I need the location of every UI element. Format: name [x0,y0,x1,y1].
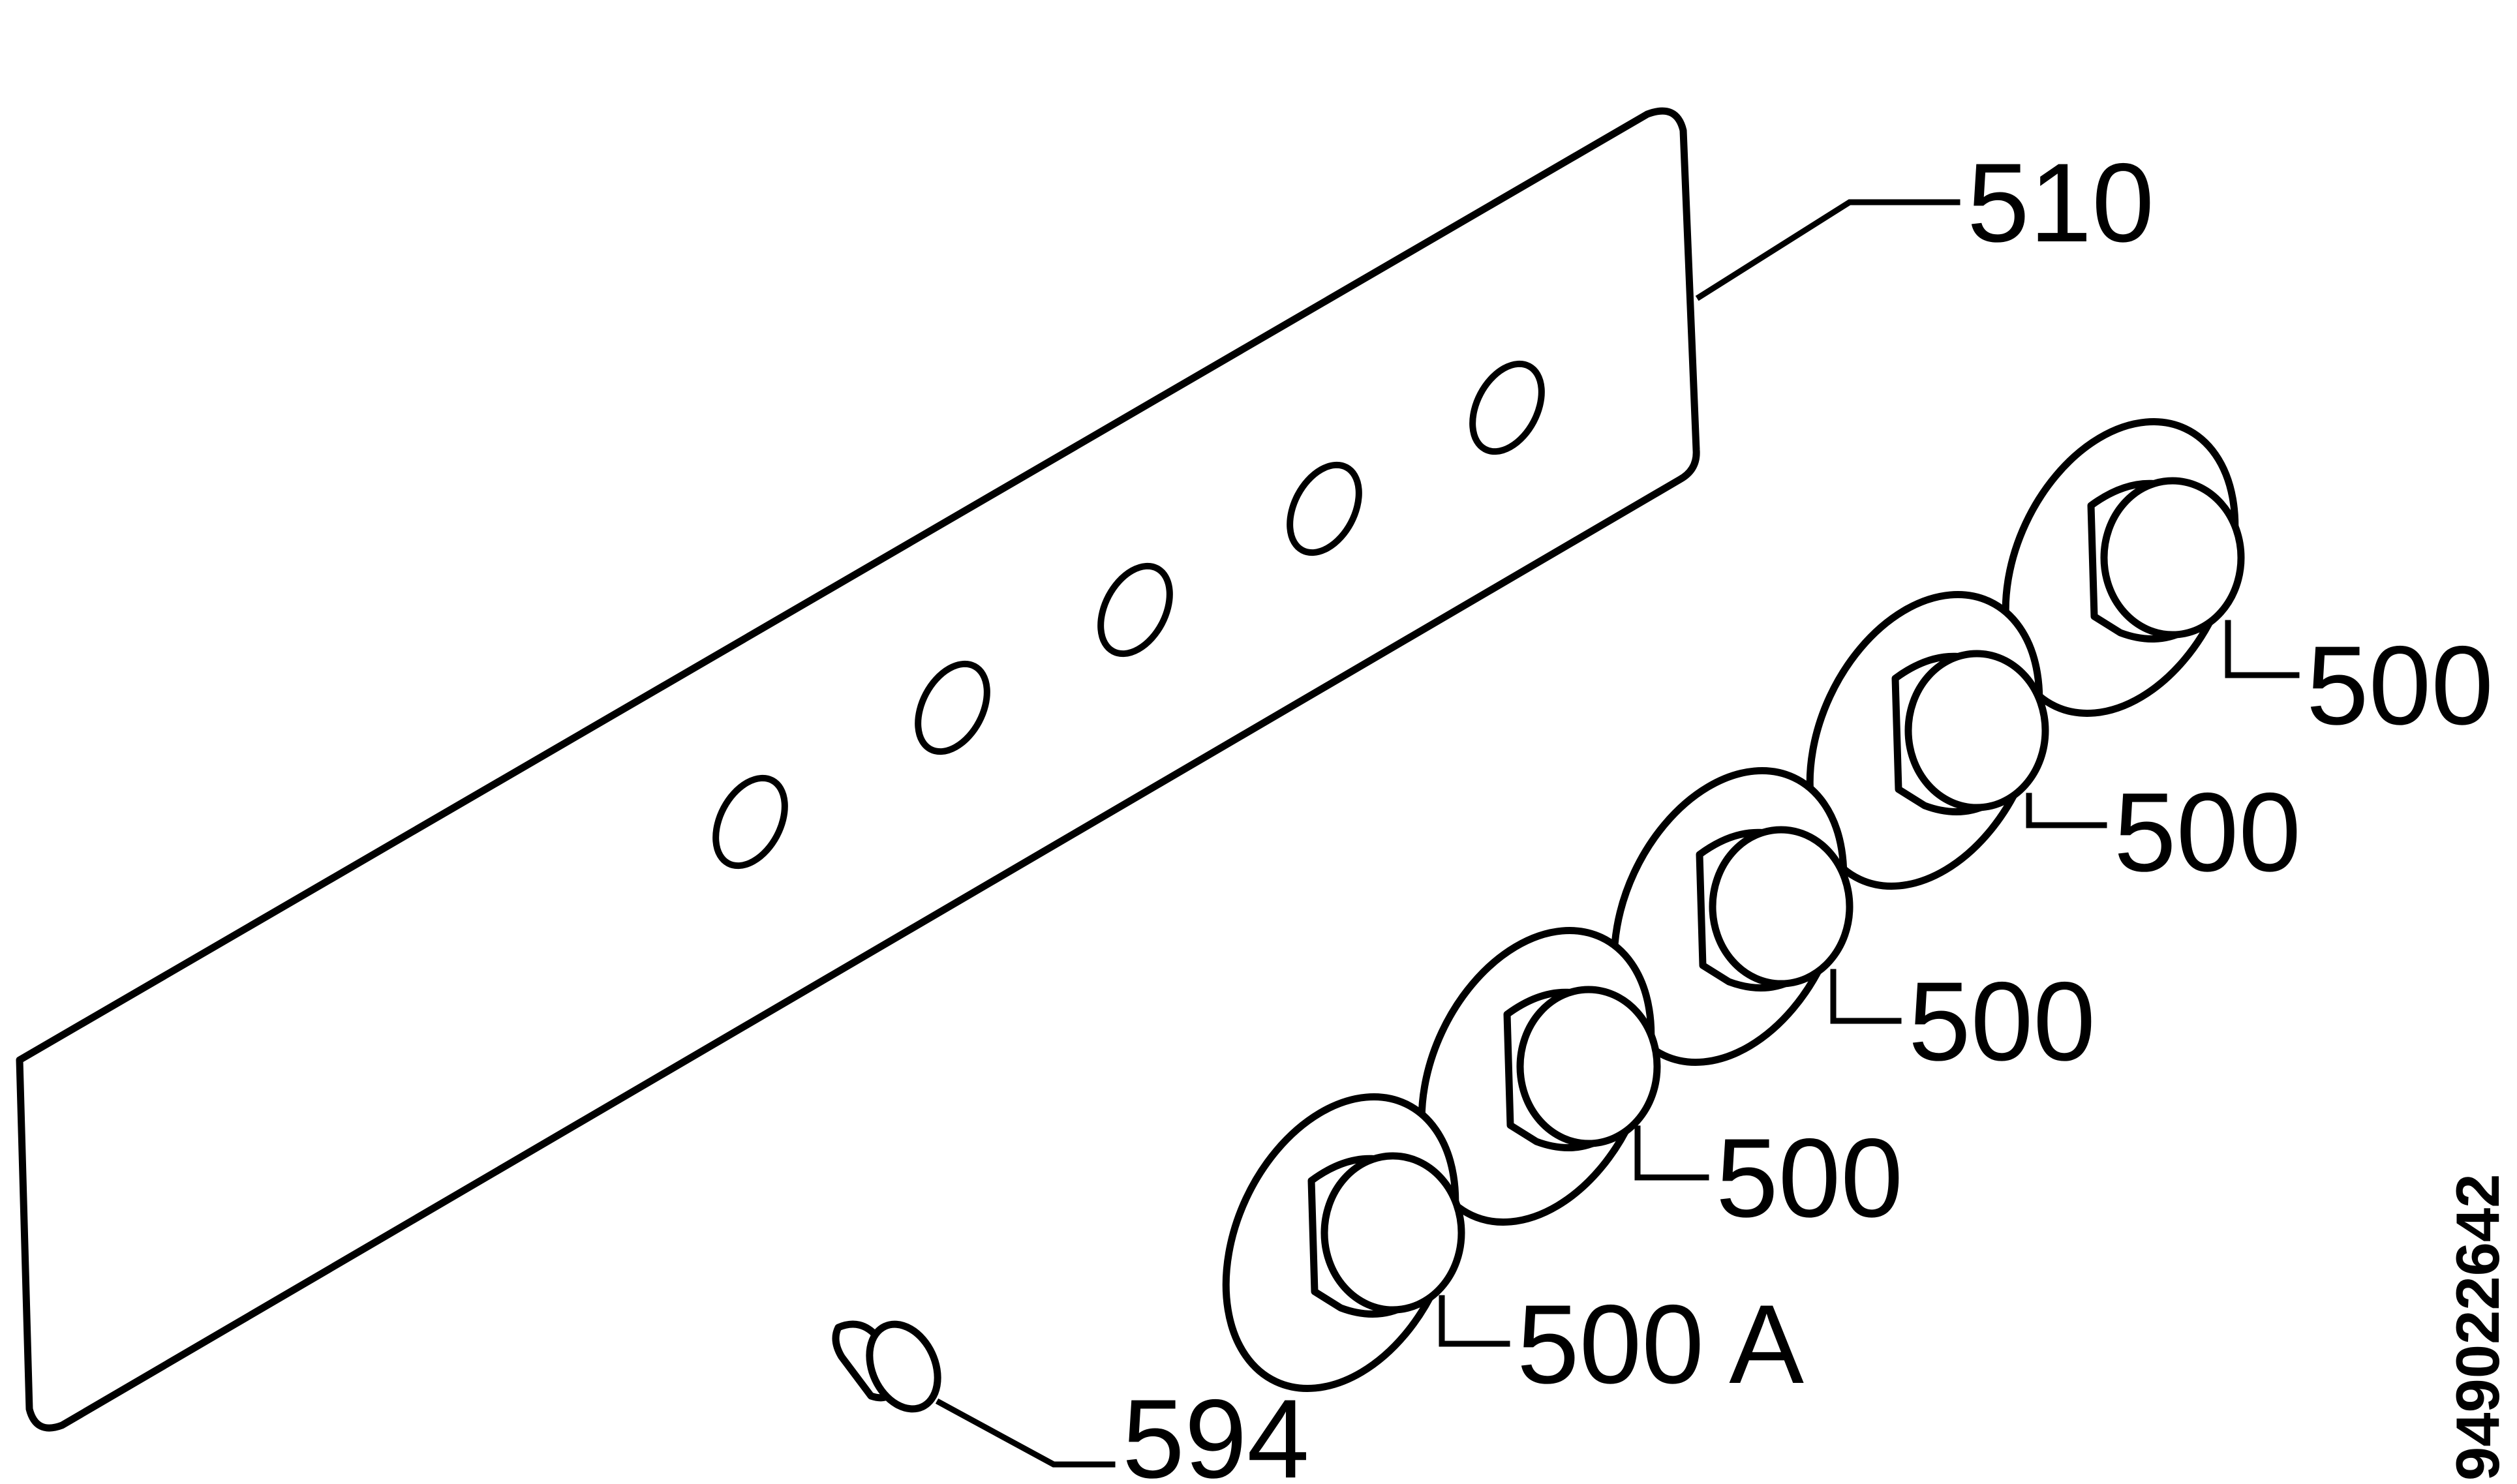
leader-500-2 [2026,793,2107,828]
control-knob-a [1222,1093,1465,1392]
leader-lines [935,199,2300,1468]
leader-500-3 [1830,969,1902,1024]
leader-500a [1439,1295,1510,1347]
leader-500-1 [2225,620,2300,678]
callout-500-knob-4: 500 [1716,1115,1903,1241]
callout-594: 594 [1122,1376,1309,1484]
callout-500-knob-3: 500 [1908,959,2096,1084]
leader-510 [1695,199,1960,301]
leader-594 [935,1398,1116,1468]
panel-knob-hole [712,360,1545,870]
control-knob [1806,591,2049,890]
callout-500-knob-1: 500 [2306,623,2494,748]
leader-500-4 [1634,1125,1709,1181]
callout-500a: 500 A [1517,1282,1804,1407]
document-number: 949022642 [2443,1174,2512,1481]
control-knob [1418,927,1661,1226]
control-knob [2002,418,2245,717]
callout-510: 510 [1967,140,2154,265]
screw [832,1320,941,1413]
control-panel [16,107,1700,1432]
callout-500-knob-2: 500 [2114,770,2301,895]
control-knob [1610,767,1853,1066]
